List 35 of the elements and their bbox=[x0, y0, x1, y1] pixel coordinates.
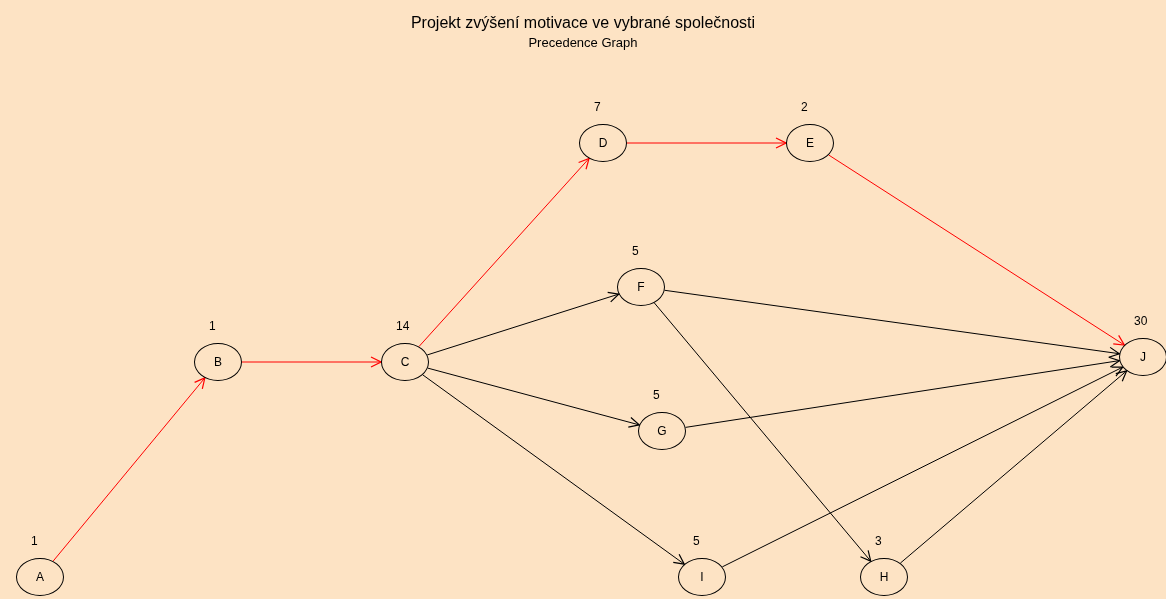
duration-label: 14 bbox=[396, 319, 410, 333]
duration-label: 30 bbox=[1134, 314, 1148, 328]
duration-label: 1 bbox=[209, 319, 216, 333]
node-label: E bbox=[806, 136, 814, 150]
node-label: D bbox=[598, 136, 608, 150]
arrow bbox=[828, 154, 1125, 346]
arrow bbox=[427, 367, 640, 428]
node-label: J bbox=[1140, 350, 1146, 364]
arrow bbox=[653, 302, 872, 562]
node-label: A bbox=[36, 570, 44, 584]
node-label: F bbox=[637, 280, 645, 294]
duration-label: 1 bbox=[31, 534, 38, 548]
node-label: G bbox=[657, 424, 667, 438]
arrow bbox=[426, 291, 620, 356]
diagram-title: Projekt zvýšení motivace ve vybrané společnosti bbox=[409, 14, 757, 32]
arrow bbox=[899, 370, 1128, 564]
arrow bbox=[721, 366, 1124, 568]
arrow bbox=[241, 356, 382, 368]
duration-label: 7 bbox=[594, 100, 601, 114]
duration-label: 5 bbox=[632, 244, 639, 258]
arrow bbox=[664, 289, 1120, 358]
arrow bbox=[685, 356, 1121, 428]
duration-label: 5 bbox=[693, 534, 700, 548]
duration-label: 3 bbox=[875, 534, 882, 548]
diagram-subtitle: Precedence Graph bbox=[527, 35, 639, 50]
node-label: H bbox=[879, 570, 889, 584]
duration-label: 2 bbox=[801, 100, 808, 114]
node-label: I bbox=[700, 570, 704, 584]
arrow bbox=[52, 377, 206, 562]
node-label: B bbox=[214, 355, 222, 369]
arrow bbox=[422, 374, 685, 565]
arrow bbox=[418, 157, 590, 348]
node-label: C bbox=[400, 355, 410, 369]
duration-label: 5 bbox=[653, 388, 660, 402]
arrow bbox=[626, 137, 787, 149]
